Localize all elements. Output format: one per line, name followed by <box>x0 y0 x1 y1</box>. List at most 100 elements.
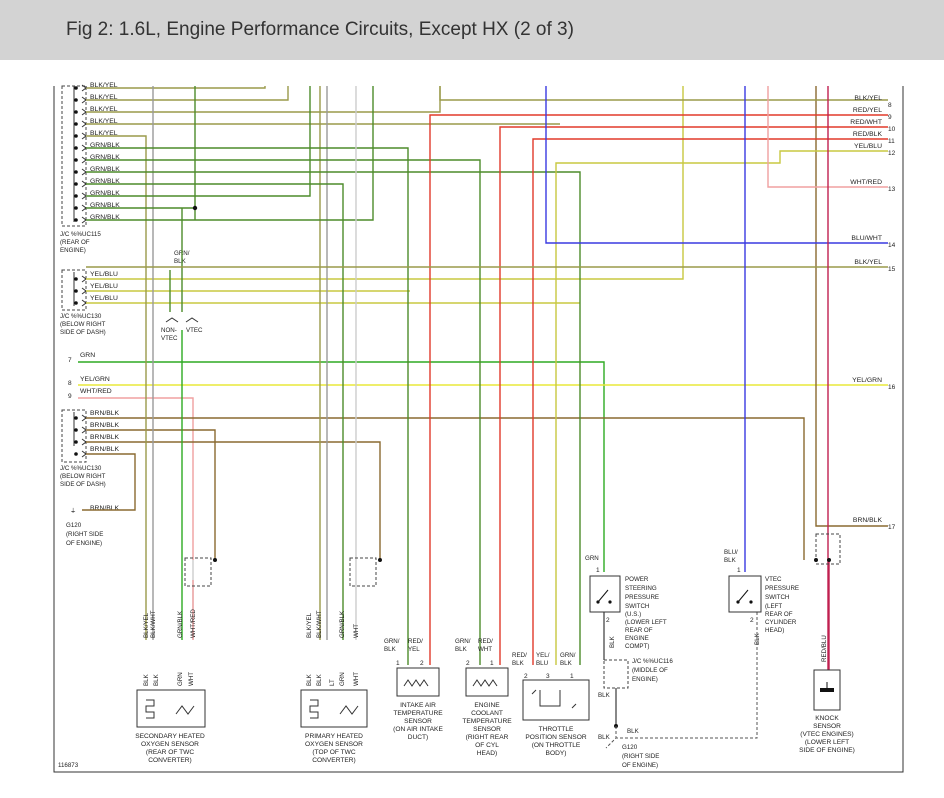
tps-pin1: 2 <box>524 673 528 680</box>
uc116-label-3: ENGINE) <box>632 676 658 683</box>
g120-left-wire: BRN/BLK <box>90 505 120 512</box>
o2_primary-wire-1: BLK/WHT <box>316 610 323 638</box>
ps-caption-2: STEERING <box>625 585 657 592</box>
uc115-terminal-4 <box>81 132 87 140</box>
vtec-ps-caption-2: PRESSURE <box>765 585 799 592</box>
uc115-label-2: (REAR OF <box>60 239 90 246</box>
uc130a-wire-label-1: YEL/BLU <box>90 283 118 290</box>
uc115-wire-label-0: BLK/YEL <box>90 82 118 89</box>
tps-caption-3: (ON THROTTLE <box>532 742 581 749</box>
ps-caption-9: COMPT) <box>625 643 649 650</box>
uc115-wire-label-8: GRN/BLK <box>90 178 120 185</box>
ect-wire2-a: RED/ <box>478 638 493 645</box>
uc130a-terminal-1-dot <box>74 289 78 293</box>
iat-caption-5: DUCT) <box>408 734 429 741</box>
tps-pin3: 1 <box>570 673 574 680</box>
right-wire-num-0: 8 <box>888 102 892 109</box>
o2pri-caption-1: PRIMARY HEATED <box>305 733 363 740</box>
uc115-terminal-1 <box>81 96 87 104</box>
page-title: Fig 2: 1.6L, Engine Performance Circuits… <box>66 19 574 40</box>
tps-wire1-b: BLK <box>512 660 525 667</box>
vtec-switch-non-bot: VTEC <box>161 335 178 342</box>
o2_primary-pin-3: GRN <box>339 672 346 686</box>
uc130a-terminal-0-dot <box>74 277 78 281</box>
uc115-label-1: J/C %%UC115 <box>60 231 101 238</box>
ect-caption-5: (RIGHT REAR <box>466 734 509 741</box>
o2_secondary-wire-2: GRN/BLK <box>177 610 184 638</box>
wire-8-num: 8 <box>68 380 72 387</box>
uc115-terminal-4-dot <box>74 134 78 138</box>
iat-caption-4: (ON AIR INTAKE <box>393 726 443 733</box>
ps-caption-5: (U.S.) <box>625 611 641 618</box>
right-wire-label-5: WHT/RED <box>850 179 882 186</box>
g120-bottom-label-1: G120 <box>622 744 638 751</box>
ps-caption-7: REAR OF <box>625 627 653 634</box>
g120-left-label-2: (RIGHT SIDE <box>66 531 103 538</box>
vtec-ps-caption-3: SWITCH <box>765 594 789 601</box>
uc130b-terminal-0 <box>81 414 87 422</box>
tps-caption-1: THROTTLE <box>539 726 574 733</box>
knock-caption-1: KNOCK <box>815 715 839 722</box>
uc130b-terminal-1-dot <box>74 428 78 432</box>
uc130b-terminal-1 <box>81 426 87 434</box>
uc115-wire-label-4: BLK/YEL <box>90 130 118 137</box>
right-wire-label-1: RED/YEL <box>853 107 882 114</box>
knock-caption-5: SIDE OF ENGINE) <box>799 747 855 754</box>
diagram-frame <box>53 86 904 773</box>
vtec-ps-caption-1: VTEC <box>765 576 782 583</box>
tps-wire2-b: BLU <box>536 660 548 667</box>
ps-pin2: 2 <box>606 617 610 624</box>
wire-7-label: GRN <box>80 352 95 359</box>
right-wire-num-7: 15 <box>888 266 896 273</box>
uc130b-terminal-2 <box>81 438 87 446</box>
uc115-wire-label-7: GRN/BLK <box>90 166 120 173</box>
o2_secondary-pin-3: WHT <box>188 672 195 686</box>
ect-caption-6: OF CYL <box>475 742 499 749</box>
iat-caption-2: TEMPERATURE <box>393 710 443 717</box>
right-wire-label-7: BLK/YEL <box>854 259 882 266</box>
o2_primary-wire-0: BLK/YEL <box>306 612 313 638</box>
uc115-wire-label-9: GRN/BLK <box>90 190 120 197</box>
right-wire-num-6: 14 <box>888 242 896 249</box>
o2_secondary-wire-1: BLK/WHT <box>150 610 157 638</box>
uc115-terminal-8-dot <box>74 182 78 186</box>
vtec-switch-vtec: VTEC <box>186 327 203 334</box>
ect-pin1: 2 <box>466 660 470 667</box>
iat-pin1: 1 <box>396 660 400 667</box>
uc130b-terminal-2-dot <box>74 440 78 444</box>
o2_primary-pin-1: BLK <box>316 673 323 686</box>
right-wire-label-3: RED/BLK <box>853 131 883 138</box>
iat-caption-1: INTAKE AIR <box>400 702 436 709</box>
o2sec-caption-2: OXYGEN SENSOR <box>141 741 199 748</box>
uc130b-terminal-3-dot <box>74 452 78 456</box>
uc115-terminal-3-dot <box>74 122 78 126</box>
vtec-ps-caption-4: (LEFT <box>765 603 782 610</box>
right-wire-num-1: 9 <box>888 114 892 121</box>
ect-sensor <box>465 667 509 697</box>
wire-7-num: 7 <box>68 357 72 364</box>
wire-9-label: WHT/RED <box>80 388 112 395</box>
o2pri-caption-2: OXYGEN SENSOR <box>305 741 363 748</box>
uc115-terminal-7 <box>81 168 87 176</box>
right-wire-label-9: BRN/BLK <box>853 517 883 524</box>
o2sec-caption-3: (REAR OF TWC <box>146 749 194 756</box>
right-wire-num-2: 10 <box>888 126 896 133</box>
uc130b-label-1: J/C %%UC130 <box>60 465 102 472</box>
ps-caption-1: POWER <box>625 576 649 583</box>
o2_secondary-pin-2: GRN <box>177 672 184 686</box>
ect-caption-3: TEMPERATURE <box>462 718 512 725</box>
header-bar: Fig 2: 1.6L, Engine Performance Circuits… <box>0 0 944 60</box>
uc130a-label-2: (BELOW RIGHT <box>60 321 106 328</box>
g120-bottom-wire-2: BLK <box>627 728 640 735</box>
uc115-terminal-2 <box>81 108 87 116</box>
uc115-terminal-5 <box>81 144 87 152</box>
ect-caption-7: HEAD) <box>477 750 498 757</box>
ps-caption-8: ENGINE <box>625 635 649 642</box>
uc115-terminal-9 <box>81 192 87 200</box>
knock-sensor <box>813 669 841 711</box>
g120-left-ground-icon: ⏚ <box>70 508 76 515</box>
ps-caption-3: PRESSURE <box>625 594 659 601</box>
o2pri-caption-3: (TOP OF TWC <box>312 749 355 756</box>
uc130b-label-3: SIDE OF DASH) <box>60 481 106 488</box>
